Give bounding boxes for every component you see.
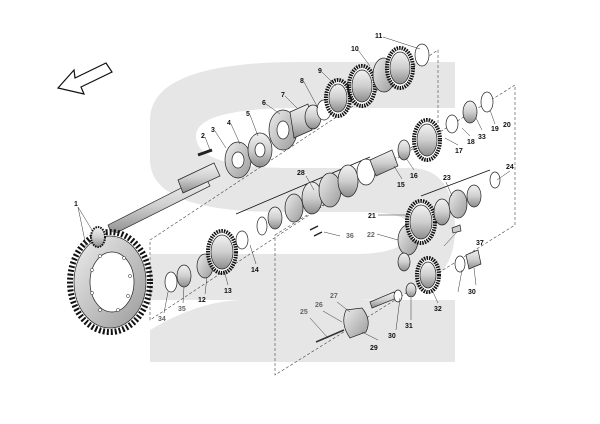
- part-label: 36: [346, 233, 354, 240]
- right-shaft-gears: [397, 171, 501, 294]
- lower-left-gears: [164, 229, 249, 293]
- part-label: 12: [198, 297, 206, 304]
- part-label: 4: [227, 120, 231, 127]
- part-label: 19: [491, 126, 499, 133]
- part-label: 37: [476, 240, 484, 247]
- crown-wheel-gear: [67, 229, 153, 335]
- part-label: 17: [455, 148, 463, 155]
- part-label: 21: [368, 213, 376, 220]
- part-label: 20: [503, 122, 511, 129]
- part-label: 24: [506, 164, 514, 171]
- part-label: 18: [467, 139, 475, 146]
- part-label: 11: [375, 33, 383, 40]
- pinion-gear: [90, 226, 106, 248]
- part-label: 5: [246, 111, 250, 118]
- part-label: 28: [297, 170, 305, 177]
- part-label: 31: [405, 323, 413, 330]
- part-label: 23: [443, 175, 451, 182]
- part-label: 27: [330, 293, 338, 300]
- part-label: 14: [251, 267, 259, 274]
- part-label: 10: [351, 46, 359, 53]
- part-label: 2: [201, 133, 205, 140]
- watermark-logo: [150, 62, 455, 362]
- bearing-hub: [197, 99, 332, 179]
- part-label: 7: [281, 92, 285, 99]
- direction-arrow: [56, 62, 113, 95]
- main-shaft: [107, 162, 221, 236]
- part-label: 30: [468, 289, 476, 296]
- part-label: 26: [315, 302, 323, 309]
- part-label: 29: [370, 345, 378, 352]
- part-label: 6: [262, 100, 266, 107]
- part-label: 22: [367, 232, 375, 239]
- part-label: 13: [224, 288, 232, 295]
- part-label: 9: [318, 68, 322, 75]
- part-label: 1: [74, 201, 78, 208]
- part-label: 16: [410, 173, 418, 180]
- part-label: 8: [300, 78, 304, 85]
- frame-right-shaft: [274, 84, 516, 376]
- upper-gears: [324, 43, 430, 118]
- bracket-23: [420, 169, 491, 197]
- part-label: 34: [158, 316, 166, 323]
- part-label: 3: [211, 127, 215, 134]
- part-label: 15: [397, 182, 405, 189]
- part-label: 35: [178, 306, 186, 313]
- part-label: 25: [300, 309, 308, 316]
- part-label: 32: [434, 306, 442, 313]
- part-label: 30: [388, 333, 396, 340]
- synchro-assembly: [256, 91, 494, 236]
- part-number-labels: 1 2 3 4 5 6 7 8 9 10 11 12 13 14 15 16 1…: [74, 33, 514, 352]
- part-label: 33: [478, 134, 486, 141]
